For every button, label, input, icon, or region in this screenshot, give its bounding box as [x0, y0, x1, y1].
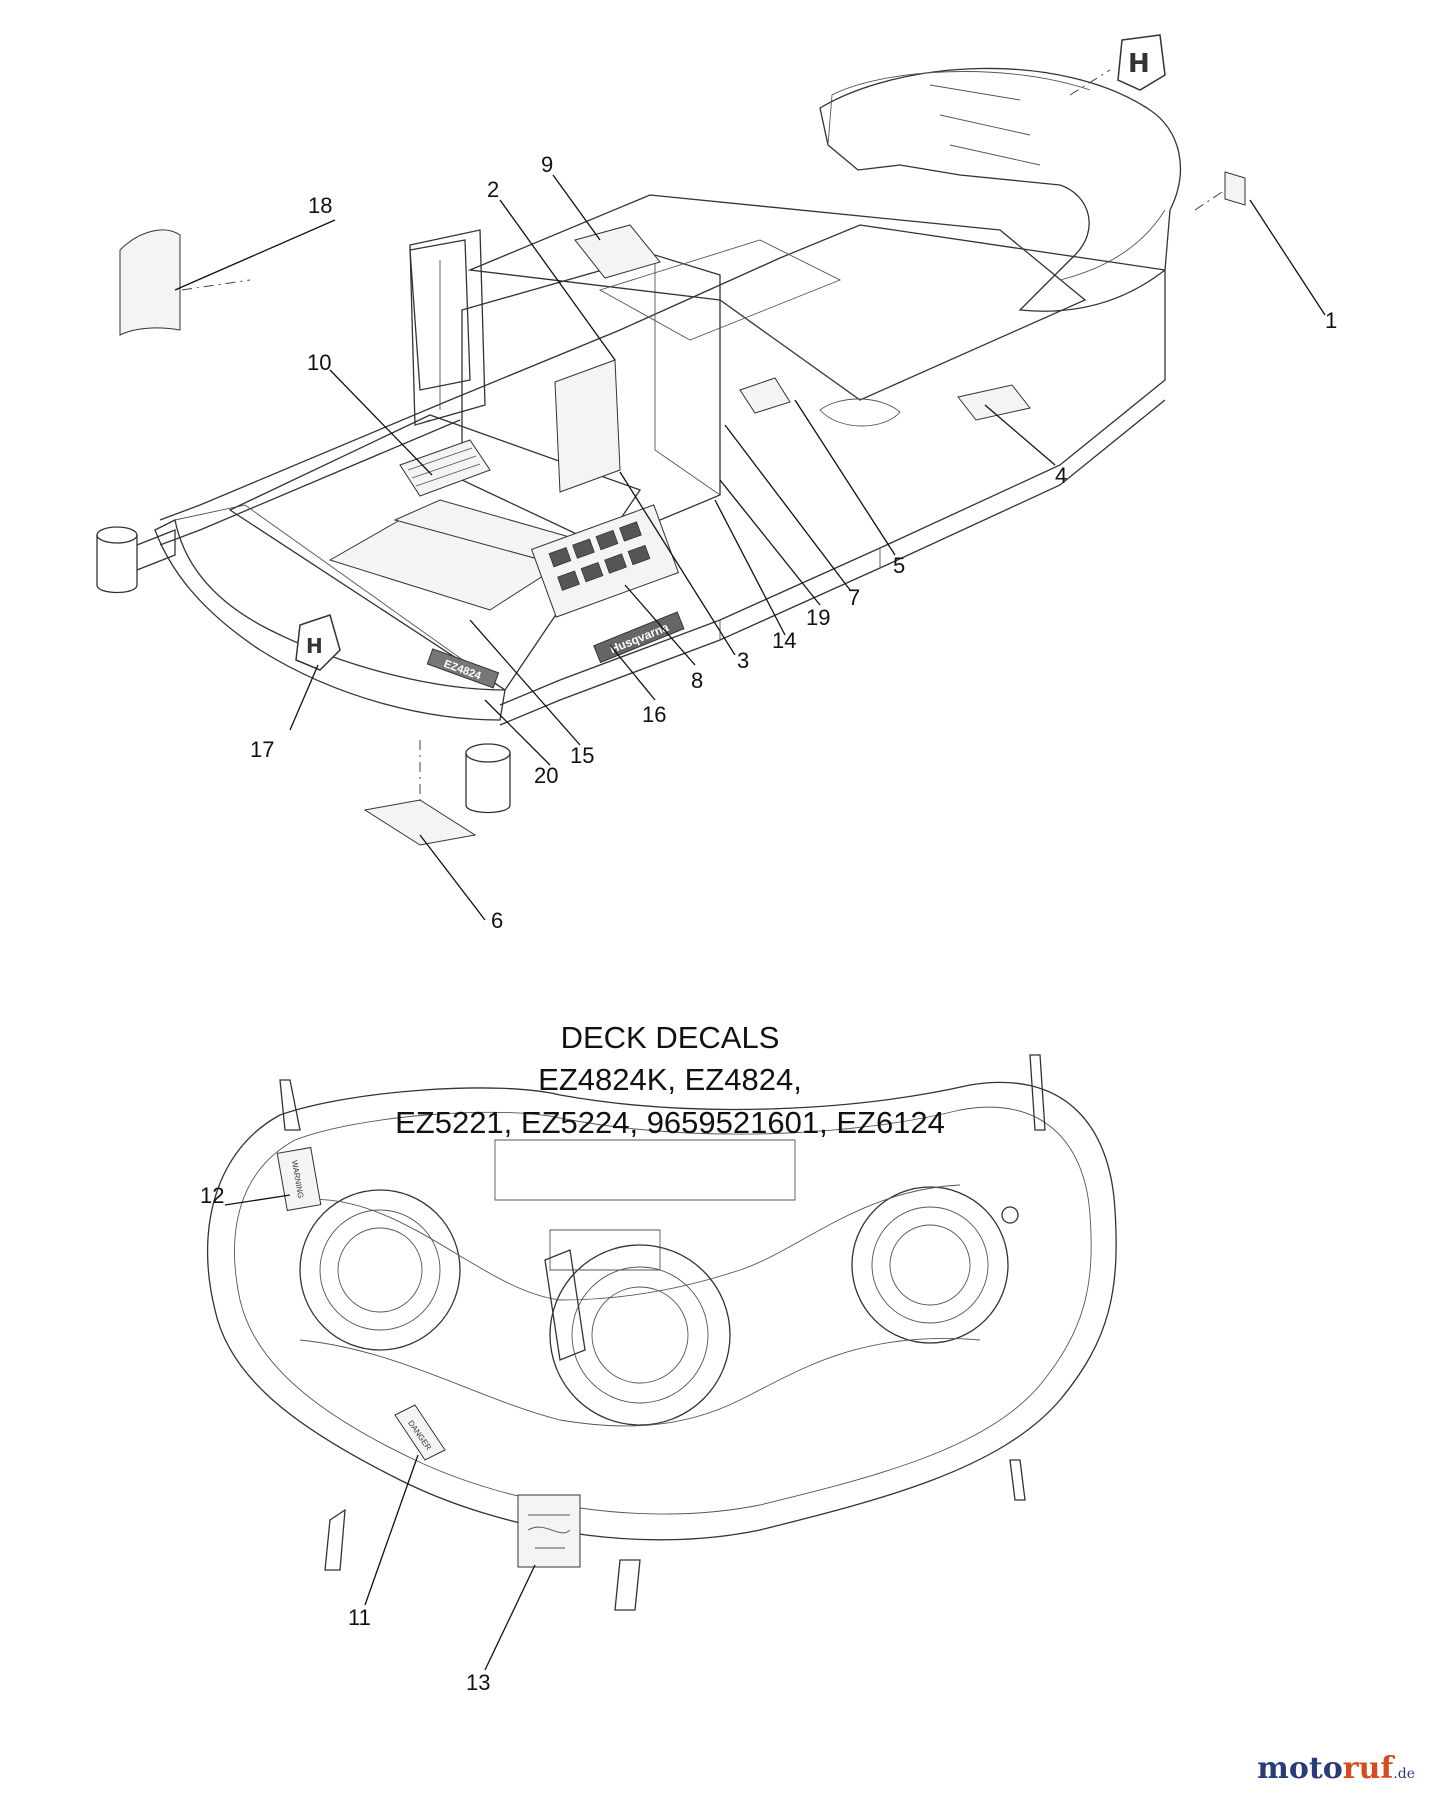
model-decal-bumper: EZ4824: [426, 648, 500, 689]
callout-17: 17: [250, 737, 274, 762]
callout-5: 5: [893, 553, 905, 578]
callout-7: 7: [848, 585, 860, 610]
watermark-suffix: .de: [1393, 1766, 1415, 1782]
callout-13: 13: [466, 1670, 490, 1695]
watermark: motoruf.de: [1257, 1751, 1415, 1786]
title-line-2: EZ4824K, EZ4824,: [538, 1062, 802, 1097]
deck-decals-title: DECK DECALS EZ4824K, EZ4824, EZ5221, EZ5…: [395, 1020, 945, 1140]
svg-text:H: H: [306, 634, 323, 658]
title-line-1: DECK DECALS: [561, 1020, 780, 1055]
callout-2: 2: [487, 177, 499, 202]
warning-decal-deck: WARNING: [276, 1146, 322, 1212]
callout-18: 18: [308, 193, 332, 218]
safety-icons-decal: [530, 504, 680, 618]
watermark-part1: moto: [1257, 1751, 1343, 1786]
callout-15: 15: [570, 743, 594, 768]
callout-10: 10: [307, 350, 331, 375]
callout-19: 19: [806, 605, 830, 630]
danger-decal-deck: DANGER: [394, 1404, 446, 1461]
callout-1: 1: [1325, 308, 1337, 333]
husqvarna-logo-fender: H: [1117, 34, 1166, 91]
callout-9: 9: [541, 152, 553, 177]
callout-8: 8: [691, 668, 703, 693]
callout-14: 14: [772, 628, 796, 653]
callout-11: 11: [348, 1605, 371, 1630]
frame-assembly: H H Husqvarna EZ4824: [96, 34, 1246, 846]
svg-text:H: H: [1128, 49, 1150, 79]
watermark-part2: ruf: [1342, 1751, 1394, 1786]
husqvarna-logo-bumper: H: [295, 614, 341, 671]
callout-numbers: 1 2 3 4 5 6 7 8 9 10 11 12 13 14 15 16 1…: [200, 152, 1337, 1695]
callout-3: 3: [737, 648, 749, 673]
belt-routing-decal: [517, 1494, 581, 1568]
leader-lines: [174, 174, 1326, 1671]
callout-16: 16: [642, 702, 666, 727]
callout-4: 4: [1055, 463, 1067, 488]
callout-12: 12: [200, 1183, 224, 1208]
callout-20: 20: [534, 763, 558, 788]
callout-6: 6: [491, 908, 503, 933]
deck-assembly: WARNING DANGER: [206, 1054, 1117, 1611]
title-line-3: EZ5221, EZ5224, 9659521601, EZ6124: [395, 1105, 945, 1140]
